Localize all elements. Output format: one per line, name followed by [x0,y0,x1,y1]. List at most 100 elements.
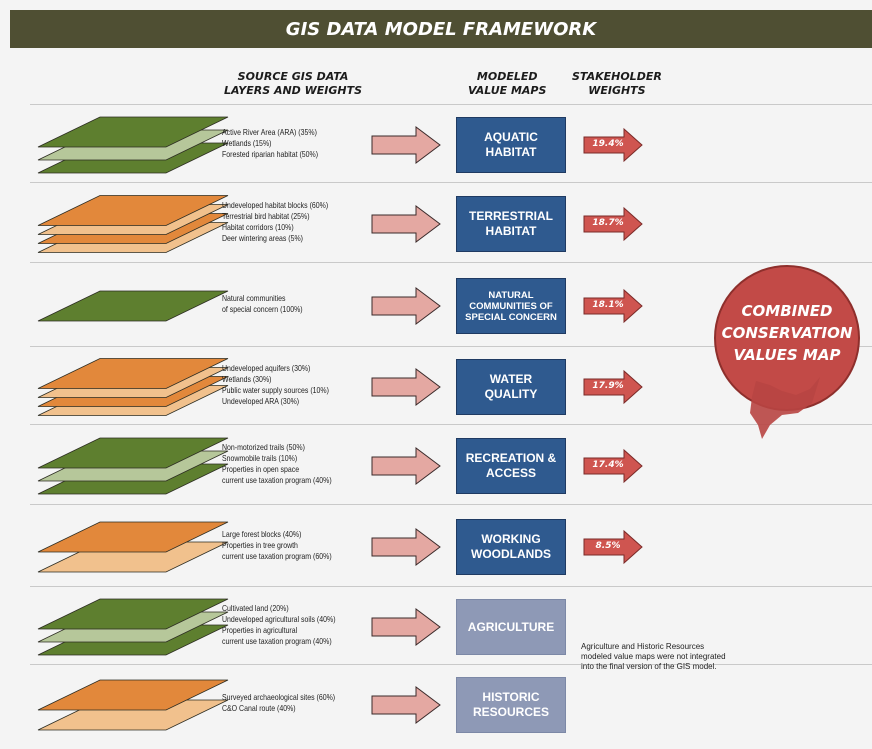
value-map-line: WOODLANDS [471,547,551,561]
flow-arrow-icon [371,686,441,724]
value-map-line: ACCESS [485,466,536,480]
combined-line-1: COMBINED [741,302,833,320]
stakeholder-header-line-2: WEIGHTS [588,84,646,97]
layer-label: Active River Area (ARA) (35%) [222,126,317,137]
stakeholder-weight-value: 17.4% [592,460,624,470]
value-map-label: RECREATION &ACCESS [466,451,556,481]
layer-label: Surveyed archaeological sites (60%) [222,692,336,702]
layer-stack [37,358,229,416]
data-layer-sheet [37,437,229,469]
value-map-box: AGRICULTURE [456,599,566,655]
layer-label: Wetlands (30%) [222,374,272,384]
value-map-line: COMMUNITIES OF [469,300,553,312]
layer-label: Natural communities [222,293,286,303]
framework-row: Large forest blocks (40%)Properties in t… [0,508,872,590]
flow-arrow-shape [371,287,441,325]
flow-arrow-icon [371,126,441,164]
row-divider [30,424,872,425]
weight-arrow-shape [583,369,643,405]
integration-note: Agriculture and Historic Resources model… [581,642,726,671]
layer-label: current use taxation program (40%) [222,475,332,485]
weight-arrow-shape [583,529,643,565]
data-layer-sheet [37,679,229,711]
flow-arrow-icon [371,368,441,406]
flow-arrow-shape [371,447,441,485]
modeled-header-line-2: VALUE MAPS [468,84,547,97]
layer-label: Properties in open space [222,464,300,474]
combined-map-badge [714,265,860,439]
weight-arrow-icon [583,529,643,565]
data-layer-sheet [37,358,229,389]
layer-label: Snowmobile trails (10%) [222,453,298,463]
flow-arrow-icon [371,205,441,243]
stakeholder-weight-value: 19.4% [592,139,624,149]
top-strip [0,0,872,10]
layer-stack [37,116,229,174]
weight-arrow-icon [583,206,643,242]
modeled-header-line-1: MODELED [476,70,538,83]
row-divider [30,262,872,263]
combined-line-3: VALUES MAP [733,346,841,364]
diagram-title: GIS DATA MODEL FRAMEWORK [10,10,872,48]
flow-arrow-shape [371,368,441,406]
framework-row: Non-motorized trails (50%)Snowmobile tra… [0,428,872,508]
value-map-box: RECREATION &ACCESS [456,438,566,494]
layer-label: Public water supply sources (10%) [222,385,329,395]
data-layer-sheet [37,521,229,553]
layer-label: Undeveloped aquifers (30%) [222,363,311,373]
state-silhouette-icon [750,377,820,439]
weight-arrow-shape [583,206,643,242]
value-map-line: WORKING [481,532,541,546]
stakeholder-weight-value: 18.1% [592,300,624,310]
source-header: SOURCE GIS DATA LAYERS AND WEIGHTS [224,70,362,98]
weight-arrow-shape [583,127,643,163]
flow-arrow-icon [371,608,441,646]
source-header-line-1: SOURCE GIS DATA [237,70,349,83]
stakeholder-header-line-1: STAKEHOLDER [572,70,662,83]
framework-row: Undeveloped aquifers (30%)Wetlands (30%)… [0,350,872,428]
row-divider [30,346,872,347]
row-divider [30,586,872,587]
weight-arrow-icon [583,288,643,324]
layer-stack [37,521,229,573]
layer-stack [37,679,229,731]
data-layer-sheet [37,195,229,226]
data-layer-sheet [37,290,229,322]
layer-label: current use taxation program (40%) [222,636,332,646]
combined-line-2: CONSERVATION [721,324,853,342]
flow-arrow-shape [371,205,441,243]
layer-label: Large forest blocks (40%) [222,528,302,539]
modeled-header: MODELED VALUE MAPS [468,70,546,98]
value-map-line: AQUATIC [484,130,538,144]
weight-arrow-shape [583,448,643,484]
flow-arrow-shape [371,608,441,646]
flow-arrow-shape [371,528,441,566]
value-map-label: AGRICULTURE [468,620,554,635]
framework-row: Undeveloped habitat blocks (60%)Terrestr… [0,186,872,266]
stakeholder-header: STAKEHOLDER WEIGHTS [572,70,662,98]
data-layer-sheet [37,116,229,148]
layer-label: Forested riparian habitat (50%) [222,148,319,159]
layer-label: C&O Canal route (40%) [222,703,296,713]
weight-arrow-icon [583,448,643,484]
layer-label: Cultivated land (20%) [222,603,289,613]
framework-row: Cultivated land (20%)Undeveloped agricul… [0,590,872,668]
layer-label: Undeveloped habitat blocks (60%) [222,200,329,210]
layer-label: Habitat corridors (10%) [222,222,294,232]
layer-stack [37,437,229,495]
data-layer-sheet [37,598,229,630]
layer-label: Properties in agricultural [222,625,298,635]
row-divider [30,182,872,183]
layer-stack [37,598,229,656]
